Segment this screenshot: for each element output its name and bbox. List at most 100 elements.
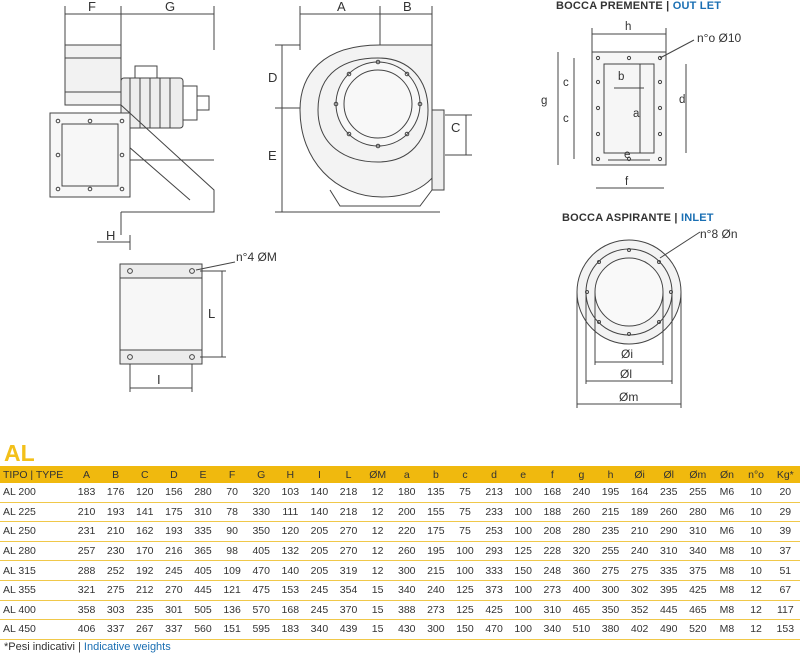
value-cell: 121 bbox=[217, 580, 247, 601]
value-cell: 37 bbox=[770, 541, 800, 562]
outlet-heading-it: BOCCA PREMENTE bbox=[556, 0, 663, 12]
value-cell: 20 bbox=[770, 483, 800, 503]
value-cell: 319 bbox=[333, 560, 364, 581]
value-cell: 303 bbox=[101, 600, 131, 621]
outlet-heading: BOCCA PREMENTE | OUT LET bbox=[556, 0, 721, 12]
value-cell: 192 bbox=[130, 560, 160, 581]
value-cell: 100 bbox=[508, 619, 538, 640]
value-cell: 12 bbox=[741, 600, 771, 621]
value-cell: 132 bbox=[275, 541, 305, 562]
value-cell: 212 bbox=[130, 580, 160, 601]
dim-label-a: a bbox=[633, 108, 640, 120]
base-plate-drawing bbox=[97, 235, 236, 392]
column-header: I bbox=[304, 466, 334, 483]
value-cell: 465 bbox=[566, 600, 596, 621]
value-cell: 162 bbox=[130, 521, 160, 542]
value-cell: 380 bbox=[595, 619, 626, 640]
column-header: e bbox=[508, 466, 538, 483]
value-cell: 150 bbox=[450, 619, 480, 640]
dim-label-E: E bbox=[268, 148, 277, 163]
value-cell: 100 bbox=[508, 502, 538, 523]
value-cell: 12 bbox=[741, 580, 771, 601]
value-cell: 188 bbox=[537, 502, 567, 523]
value-cell: 337 bbox=[159, 619, 189, 640]
technical-drawings: F G A B D E C H L I n°4 ØM h b c c g a d… bbox=[49, 0, 741, 408]
dim-label-H: H bbox=[106, 228, 115, 243]
value-cell: 75 bbox=[450, 521, 480, 542]
dim-label-Oi: Øi bbox=[621, 347, 633, 361]
value-cell: 405 bbox=[188, 560, 218, 581]
column-header: D bbox=[159, 466, 189, 483]
value-cell: 465 bbox=[683, 600, 713, 621]
value-cell: M6 bbox=[712, 502, 742, 523]
value-cell: 255 bbox=[683, 483, 713, 503]
value-cell: 183 bbox=[72, 483, 102, 503]
value-cell: 70 bbox=[217, 483, 247, 503]
value-cell: 100 bbox=[508, 483, 538, 503]
dim-label-B: B bbox=[403, 0, 412, 14]
column-header: ØM bbox=[363, 466, 393, 483]
dim-label-b: b bbox=[618, 71, 624, 83]
value-cell: 141 bbox=[130, 502, 160, 523]
type-header-en: TYPE bbox=[35, 468, 64, 481]
value-cell: 475 bbox=[246, 580, 276, 601]
value-cell: 156 bbox=[159, 483, 189, 503]
value-cell: 168 bbox=[275, 600, 305, 621]
value-cell: 218 bbox=[333, 483, 364, 503]
column-header: Øl bbox=[654, 466, 684, 483]
value-cell: M6 bbox=[712, 521, 742, 542]
value-cell: 140 bbox=[304, 502, 334, 523]
type-header-sep: | bbox=[27, 468, 36, 481]
column-header: n°o bbox=[741, 466, 771, 483]
value-cell: 125 bbox=[450, 580, 480, 601]
value-cell: 310 bbox=[654, 541, 684, 562]
value-cell: 100 bbox=[508, 580, 538, 601]
value-cell: 260 bbox=[654, 502, 684, 523]
value-cell: 195 bbox=[421, 541, 451, 562]
value-cell: 340 bbox=[537, 619, 567, 640]
value-cell: 100 bbox=[450, 560, 480, 581]
value-cell: 505 bbox=[188, 600, 218, 621]
value-cell: 205 bbox=[304, 541, 334, 562]
value-cell: 439 bbox=[333, 619, 364, 640]
value-cell: 253 bbox=[479, 521, 509, 542]
value-cell: 445 bbox=[654, 600, 684, 621]
value-cell: 445 bbox=[188, 580, 218, 601]
inlet-heading-sep: | bbox=[671, 212, 681, 224]
type-cell: AL 225 bbox=[0, 502, 72, 523]
value-cell: 12 bbox=[363, 483, 393, 503]
value-cell: 111 bbox=[275, 502, 305, 523]
value-cell: 255 bbox=[595, 541, 626, 562]
value-cell: 228 bbox=[537, 541, 567, 562]
value-cell: 15 bbox=[363, 619, 393, 640]
value-cell: 15 bbox=[363, 580, 393, 601]
value-cell: 39 bbox=[770, 521, 800, 542]
value-cell: 520 bbox=[683, 619, 713, 640]
value-cell: 273 bbox=[421, 600, 451, 621]
value-cell: 333 bbox=[479, 560, 509, 581]
value-cell: 354 bbox=[333, 580, 364, 601]
column-header: g bbox=[566, 466, 596, 483]
type-cell: AL 400 bbox=[0, 600, 72, 621]
type-header-it: TIPO bbox=[3, 468, 28, 481]
value-cell: 595 bbox=[246, 619, 276, 640]
column-header: H bbox=[275, 466, 305, 483]
column-header: Øn bbox=[712, 466, 742, 483]
dim-label-c1: c bbox=[563, 77, 569, 89]
value-cell: 10 bbox=[741, 541, 771, 562]
dim-label-D: D bbox=[268, 70, 277, 85]
column-header: C bbox=[130, 466, 160, 483]
value-cell: 140 bbox=[304, 483, 334, 503]
value-cell: 151 bbox=[217, 619, 247, 640]
column-header: Øm bbox=[683, 466, 713, 483]
column-header: Øi bbox=[625, 466, 655, 483]
outlet-flange-drawing bbox=[557, 28, 695, 189]
front-view-drawing bbox=[275, 6, 472, 213]
value-cell: 425 bbox=[479, 600, 509, 621]
value-cell: 205 bbox=[304, 521, 334, 542]
column-header: b bbox=[421, 466, 451, 483]
value-cell: 117 bbox=[770, 600, 800, 621]
value-cell: 75 bbox=[450, 483, 480, 503]
value-cell: 248 bbox=[537, 560, 567, 581]
